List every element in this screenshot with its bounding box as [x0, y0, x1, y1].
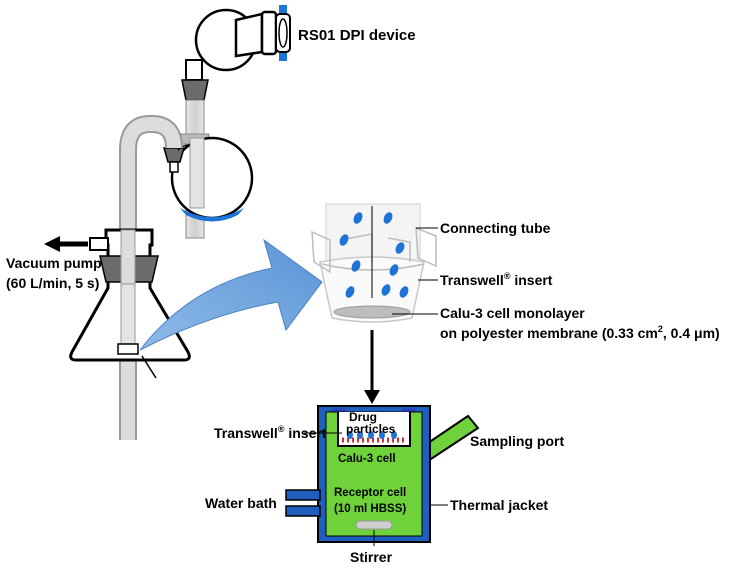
erlenmeyer-flask	[69, 228, 191, 379]
label-connecting-tube: Connecting tube	[440, 220, 551, 236]
label-vacuum-line2: (60 L/min, 5 s)	[6, 275, 99, 291]
label-calu3-cell: Calu-3 cell	[338, 453, 396, 465]
label-transwell-insert-top: Transwell® insert	[440, 271, 553, 288]
label-vacuum-line1: Vacuum pump	[6, 255, 102, 271]
label-receptor-line2: (10 ml HBSS)	[334, 503, 406, 515]
label-drug-line1: Drug	[349, 410, 377, 424]
label-receptor-line1: Receptor cell	[334, 487, 406, 499]
diffusion-apparatus	[285, 405, 480, 546]
dpi-device-icon	[194, 5, 291, 72]
label-sampling-port: Sampling port	[470, 433, 564, 449]
vacuum-arrow	[44, 236, 88, 252]
curved-glass-tube	[119, 115, 183, 440]
drug-particles-closeup	[339, 212, 409, 298]
label-monolayer-line2: on polyester membrane (0.33 cm2, 0.4 μm)	[440, 324, 720, 341]
transfer-arrow-icon	[139, 238, 323, 351]
label-stirrer: Stirrer	[350, 549, 393, 565]
transwell-closeup	[311, 203, 438, 323]
glass-bulb	[163, 136, 254, 222]
label-thermal-jacket: Thermal jacket	[450, 497, 548, 513]
label-water-bath: Water bath	[205, 495, 277, 511]
label-monolayer-line1: Calu-3 cell monolayer	[440, 305, 585, 321]
label-drug-line2: particles	[346, 422, 396, 436]
label-transwell-insert-bottom: Transwell® insert	[214, 424, 327, 441]
down-arrow-icon	[364, 330, 380, 404]
label-device: RS01 DPI device	[298, 27, 416, 44]
